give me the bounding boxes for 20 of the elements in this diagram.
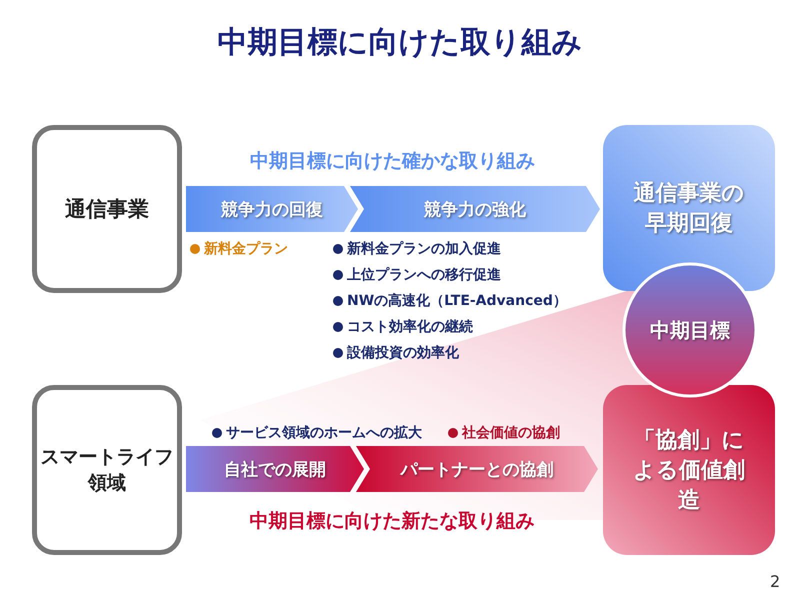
bullet-text: 設備投資の効率化 — [347, 344, 459, 362]
step-banner: 自社での展開 — [186, 446, 364, 492]
goal-box: 通信事業の早期回復 — [603, 125, 775, 291]
category-box: 通信事業 — [32, 125, 182, 293]
step-banner: 競争力の回復 — [186, 186, 358, 232]
bullet-text: 新料金プランの加入促進 — [347, 240, 501, 258]
bullet-text: 新料金プラン — [204, 240, 288, 258]
step-banner: パートナーとの協創 — [356, 446, 598, 492]
slide-title: 中期目標に向けた取り組み — [216, 24, 584, 62]
section-heading: 中期目標に向けた確かな取り組み — [249, 149, 536, 174]
bullet-text: 社会価値の協創 — [462, 424, 560, 442]
step-banner: 競争力の強化 — [350, 186, 600, 232]
bullet-text: コスト効率化の継続 — [347, 318, 473, 336]
bullet-text: サービス領域のホームへの拡大 — [226, 424, 422, 442]
section-heading: 中期目標に向けた新たな取り組み — [248, 509, 536, 534]
bullet-text: 上位プランへの移行促進 — [347, 266, 501, 284]
page-number: 2 — [770, 572, 780, 591]
goal-box: 「協創」による価値創造 — [603, 385, 775, 555]
category-box: スマートライフ領域 — [32, 385, 182, 555]
bullet-text: NWの高速化（LTE-Advanced） — [347, 292, 567, 310]
